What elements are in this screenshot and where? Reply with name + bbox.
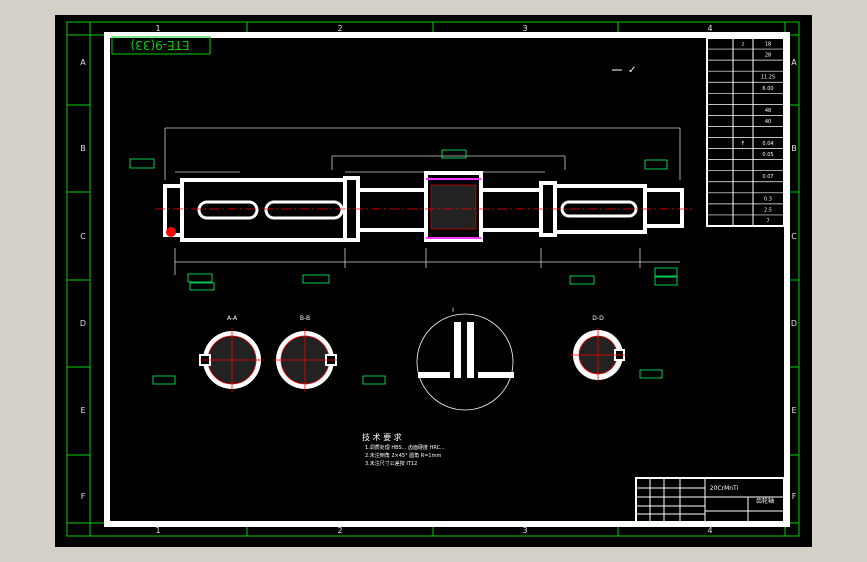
zone-grid-labels: 1 2 3 4 1 2 3 4 A B C D E F A B C D E F [80,24,797,535]
material-name: 20CrMnTi [710,485,739,492]
col-label-4-bottom: 4 [707,526,712,535]
param-table-cell: z [742,42,745,48]
param-table-cell: 0.04 [762,141,773,147]
row-label-b: B [80,144,86,153]
bottom-dimensions [174,248,680,275]
row-label-d-right: D [791,319,797,328]
notes-line-3: 3.未注尺寸公差按 IT12 [365,460,417,467]
param-table-cell: 28 [765,53,771,59]
tolerance-callouts [129,149,678,385]
col-label-4: 4 [707,24,712,33]
param-table-cell: 40 [765,119,771,125]
param-table-cell: 0.07 [762,174,773,180]
col-label-1: 1 [155,24,160,33]
param-table-cell: 2.5 [764,207,772,213]
section-a-label: A-A [227,315,238,322]
technical-notes: 技 术 要 求 1.调质处理 HBS... 齿面硬度 HRC... 2.未注倒角… [362,432,445,467]
gear-section-hatch [430,184,477,230]
col-label-1-bottom: 1 [155,526,160,535]
shaft-right-end [643,188,684,228]
param-table-cell: 48 [765,108,771,114]
notes-line-2: 2.未注倒角 2×45° 圆角 R=1mm [365,452,441,459]
row-label-d: D [80,319,86,328]
row-label-a-right: A [791,58,797,67]
row-label-f-right: F [792,492,797,501]
row-label-c-right: C [791,232,797,241]
row-label-a: A [80,58,86,67]
section-d: D-D [570,315,626,382]
section-d-label: D-D [592,315,604,322]
detail-label: I [452,307,454,314]
roughness-mark: ✓ [628,65,636,76]
detail-view: I [416,307,514,411]
row-label-b-right: B [791,144,797,153]
col-label-3: 3 [522,24,527,33]
notes-title: 技 术 要 求 [362,432,402,442]
param-table-cell: 7 [766,218,769,224]
row-label-c: C [80,232,86,241]
col-label-3-bottom: 3 [522,526,527,535]
param-table-cell: F [742,141,745,147]
red-marker [166,227,176,237]
col-label-2-bottom: 2 [337,526,342,535]
drawing-canvas [55,15,812,547]
section-b-label: B-B [300,315,310,322]
part-name: 齿轮轴 [756,497,774,505]
row-label-e-right: E [791,406,796,415]
param-table-cell: 18 [765,42,771,48]
col-label-2: 2 [337,24,342,33]
stamp-text: ETE-9(33) [130,38,189,52]
notes-line-1: 1.调质处理 HBS... 齿面硬度 HRC... [365,444,445,451]
stamp-box [111,36,211,55]
param-table-cell: 0.3 [764,196,772,202]
param-table-cell: 0.05 [762,152,773,158]
param-table-cell: 6.00 [762,86,773,92]
section-b: B-B [273,315,337,392]
keyway-2 [264,200,344,220]
title-block [635,477,785,523]
param-table-cell: 11.25 [761,75,775,81]
row-label-f: F [81,492,86,501]
keyway-1 [197,200,259,220]
row-label-e: E [80,406,85,415]
section-a: A-A [199,315,264,392]
parameter-table: z 18 28 11.25 6.00 48 40F 0.04 0.05 0.07 0.3 2.5 7 [706,37,785,227]
inner-frame [104,32,790,527]
